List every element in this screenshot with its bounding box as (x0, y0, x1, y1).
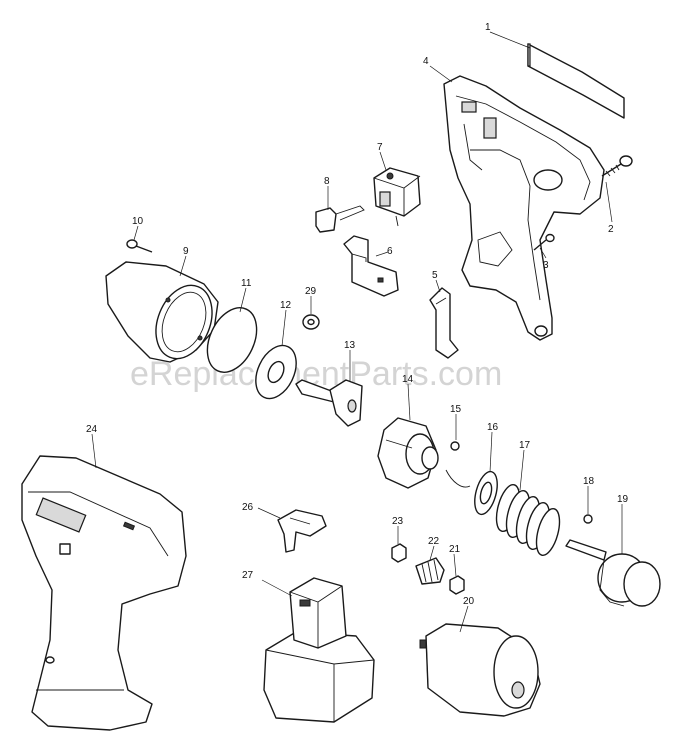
label-part-20: 20 (463, 596, 475, 607)
label-part-1: 1 (485, 22, 491, 33)
label-part-12: 12 (280, 300, 292, 311)
label-part-11: 11 (241, 278, 252, 289)
label-part-3: 3 (543, 260, 549, 271)
label-part-17: 17 (519, 440, 531, 451)
part-6-bracket (343, 235, 399, 297)
leader-lines (91, 31, 623, 633)
part-10-screw (126, 239, 153, 253)
part-8-button (315, 205, 365, 233)
part-22-pinion (415, 557, 445, 585)
part-15-ball (445, 441, 471, 488)
label-part-6: 6 (387, 246, 393, 257)
part-7-switch (373, 167, 421, 227)
part-2-screw (601, 155, 633, 177)
label-part-27: 27 (242, 570, 254, 581)
part-29-small-washer (302, 314, 320, 330)
label-part-23: 23 (392, 516, 404, 527)
label-part-2: 2 (608, 224, 614, 235)
label-part-15: 15 (450, 404, 462, 415)
label-part-26: 26 (242, 502, 254, 513)
label-part-29: 29 (305, 286, 317, 297)
label-part-10: 10 (132, 216, 144, 227)
part-27-battery (263, 577, 375, 723)
part-3-screw (533, 233, 555, 251)
label-part-8: 8 (324, 176, 330, 187)
part-23-bush (391, 543, 407, 563)
part-11-disc (206, 307, 258, 373)
label-part-13: 13 (344, 340, 356, 351)
part-12-washer (255, 344, 297, 400)
label-part-24: 24 (86, 424, 98, 435)
label-part-19: 19 (617, 494, 629, 505)
part-17-spring (495, 483, 561, 557)
label-part-7: 7 (377, 142, 383, 153)
part-4-housing-half (443, 75, 605, 341)
label-part-16: 16 (487, 422, 499, 433)
label-part-21: 21 (449, 544, 461, 555)
part-1-nameplate (527, 43, 625, 119)
part-16-washer (474, 470, 498, 516)
label-part-4: 4 (423, 56, 429, 67)
label-part-9: 9 (183, 246, 189, 257)
part-labels: 1 2 3 4 5 6 7 8 9 10 11 12 13 14 15 16 1… (86, 22, 629, 607)
part-19-gear-shaft (565, 539, 661, 607)
part-5-lever (429, 287, 459, 359)
part-21-bush (449, 575, 465, 595)
label-part-18: 18 (583, 476, 595, 487)
part-14-hammer (377, 417, 439, 489)
label-part-5: 5 (432, 270, 438, 281)
label-part-14: 14 (402, 374, 414, 385)
part-18-ball (583, 514, 593, 524)
part-24-housing (21, 455, 187, 731)
part-20-motor (419, 623, 541, 717)
label-part-22: 22 (428, 536, 440, 547)
part-9-front-cap (105, 261, 219, 363)
part-13-spindle (295, 379, 363, 427)
part-26-terminal (277, 509, 327, 553)
